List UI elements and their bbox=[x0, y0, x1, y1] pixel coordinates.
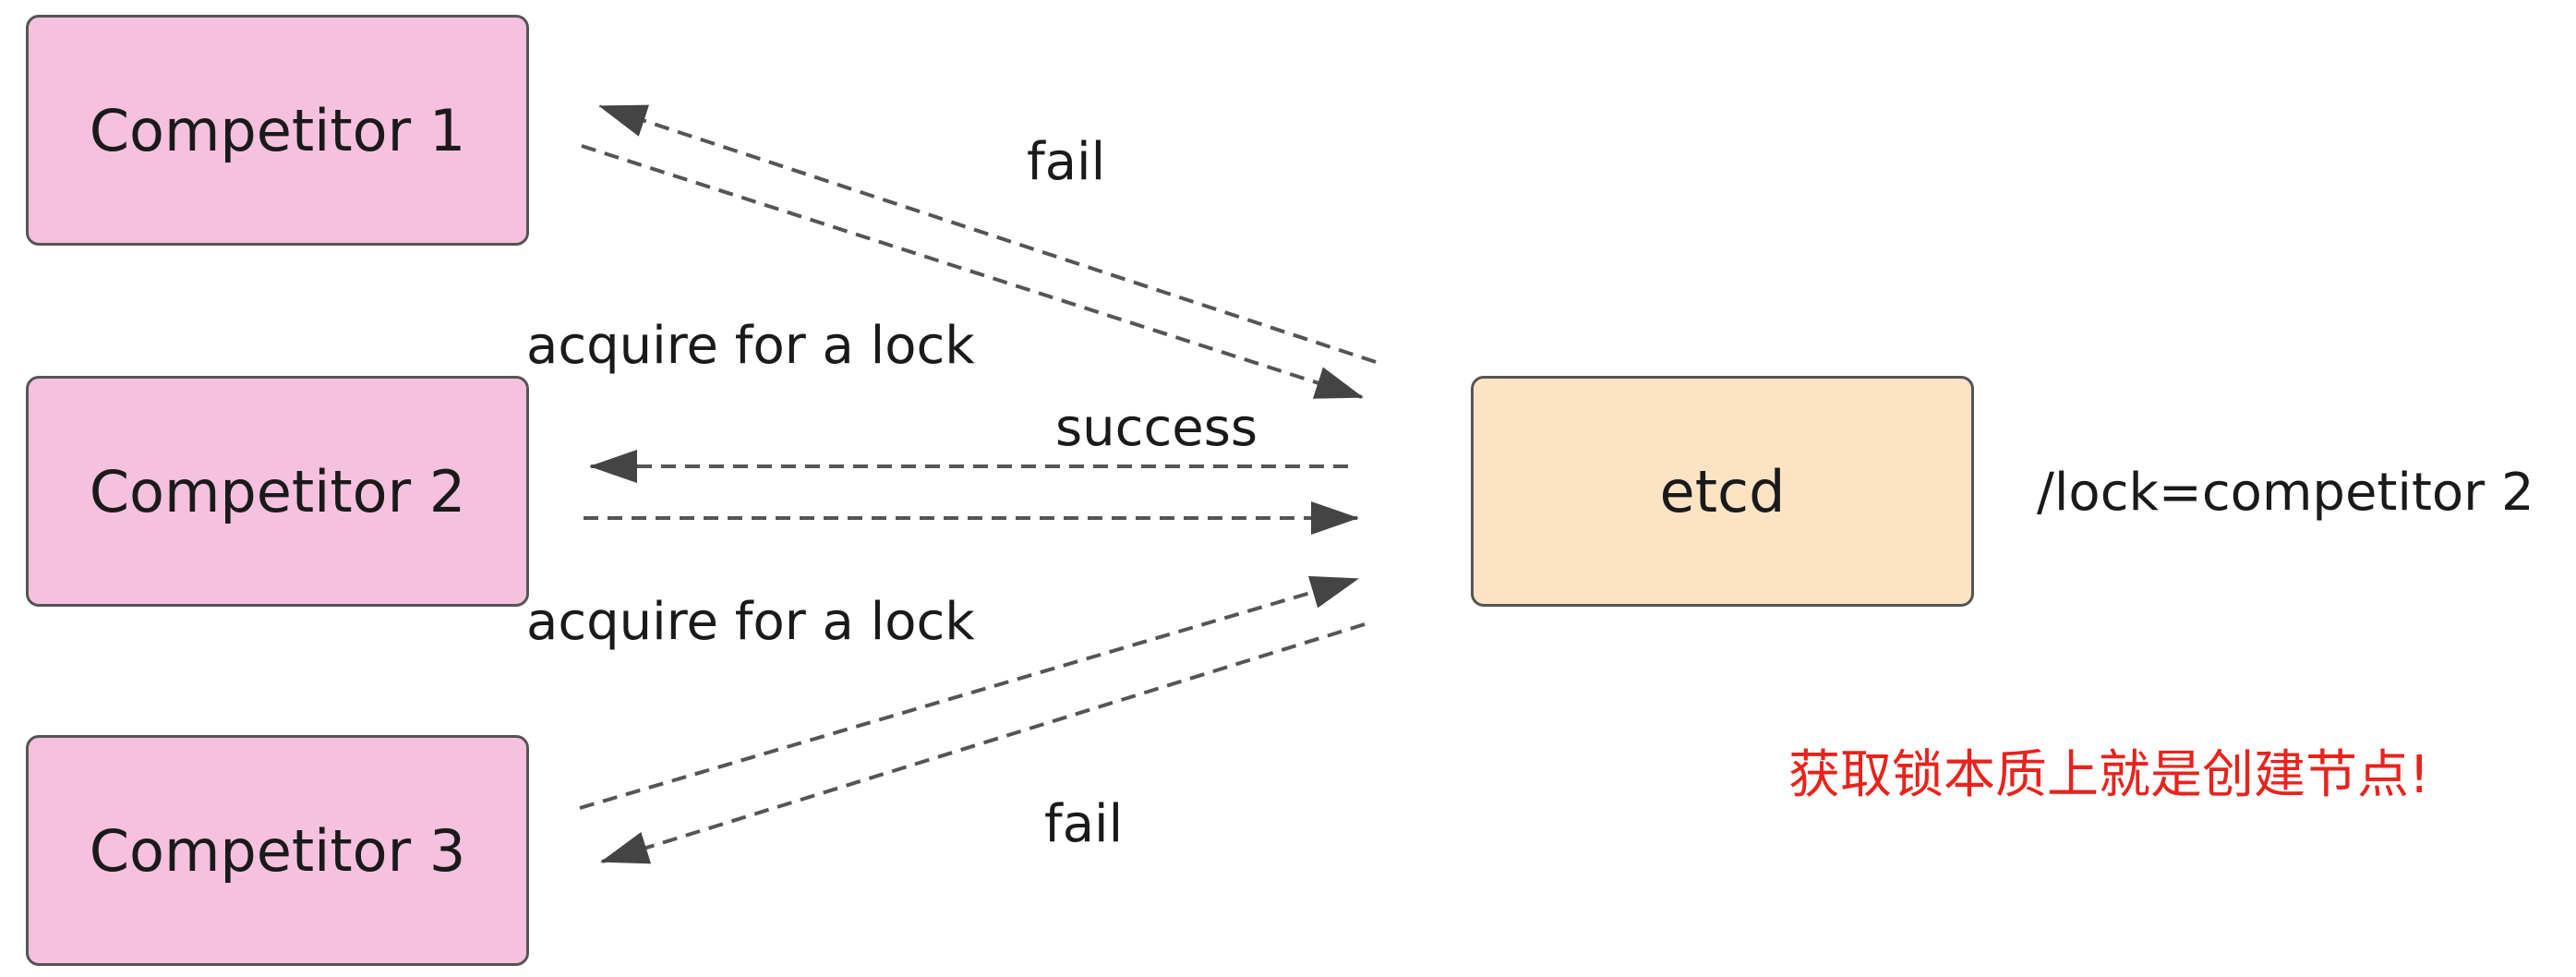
acquire-label-bottom: acquire for a lock bbox=[526, 592, 975, 652]
fail-arrow-competitor-3 bbox=[600, 622, 1366, 864]
competitor-2-label: Competitor 2 bbox=[89, 457, 466, 525]
competitor-1-label: Competitor 1 bbox=[89, 96, 466, 164]
fail-label-top: fail bbox=[1027, 132, 1106, 192]
competitor-3-node: Competitor 3 bbox=[26, 735, 529, 966]
etcd-node: etcd bbox=[1471, 376, 1974, 607]
fail-arrow-competitor-1 bbox=[598, 104, 1377, 364]
etcd-label: etcd bbox=[1659, 457, 1786, 525]
acquire-label-top: acquire for a lock bbox=[526, 316, 975, 376]
note-text: 获取锁本质上就是创建节点! bbox=[1788, 745, 2430, 805]
acquire-arrow-competitor-3 bbox=[579, 575, 1359, 810]
lock-key-value: /lock=competitor 2 bbox=[2037, 463, 2534, 523]
competitor-3-label: Competitor 3 bbox=[89, 816, 466, 885]
fail-label-bottom: fail bbox=[1044, 794, 1124, 854]
acquire-arrow-competitor-1 bbox=[581, 144, 1364, 399]
success-label: success bbox=[1055, 398, 1258, 458]
competitor-1-node: Competitor 1 bbox=[26, 15, 529, 246]
competitor-2-node: Competitor 2 bbox=[26, 376, 529, 607]
